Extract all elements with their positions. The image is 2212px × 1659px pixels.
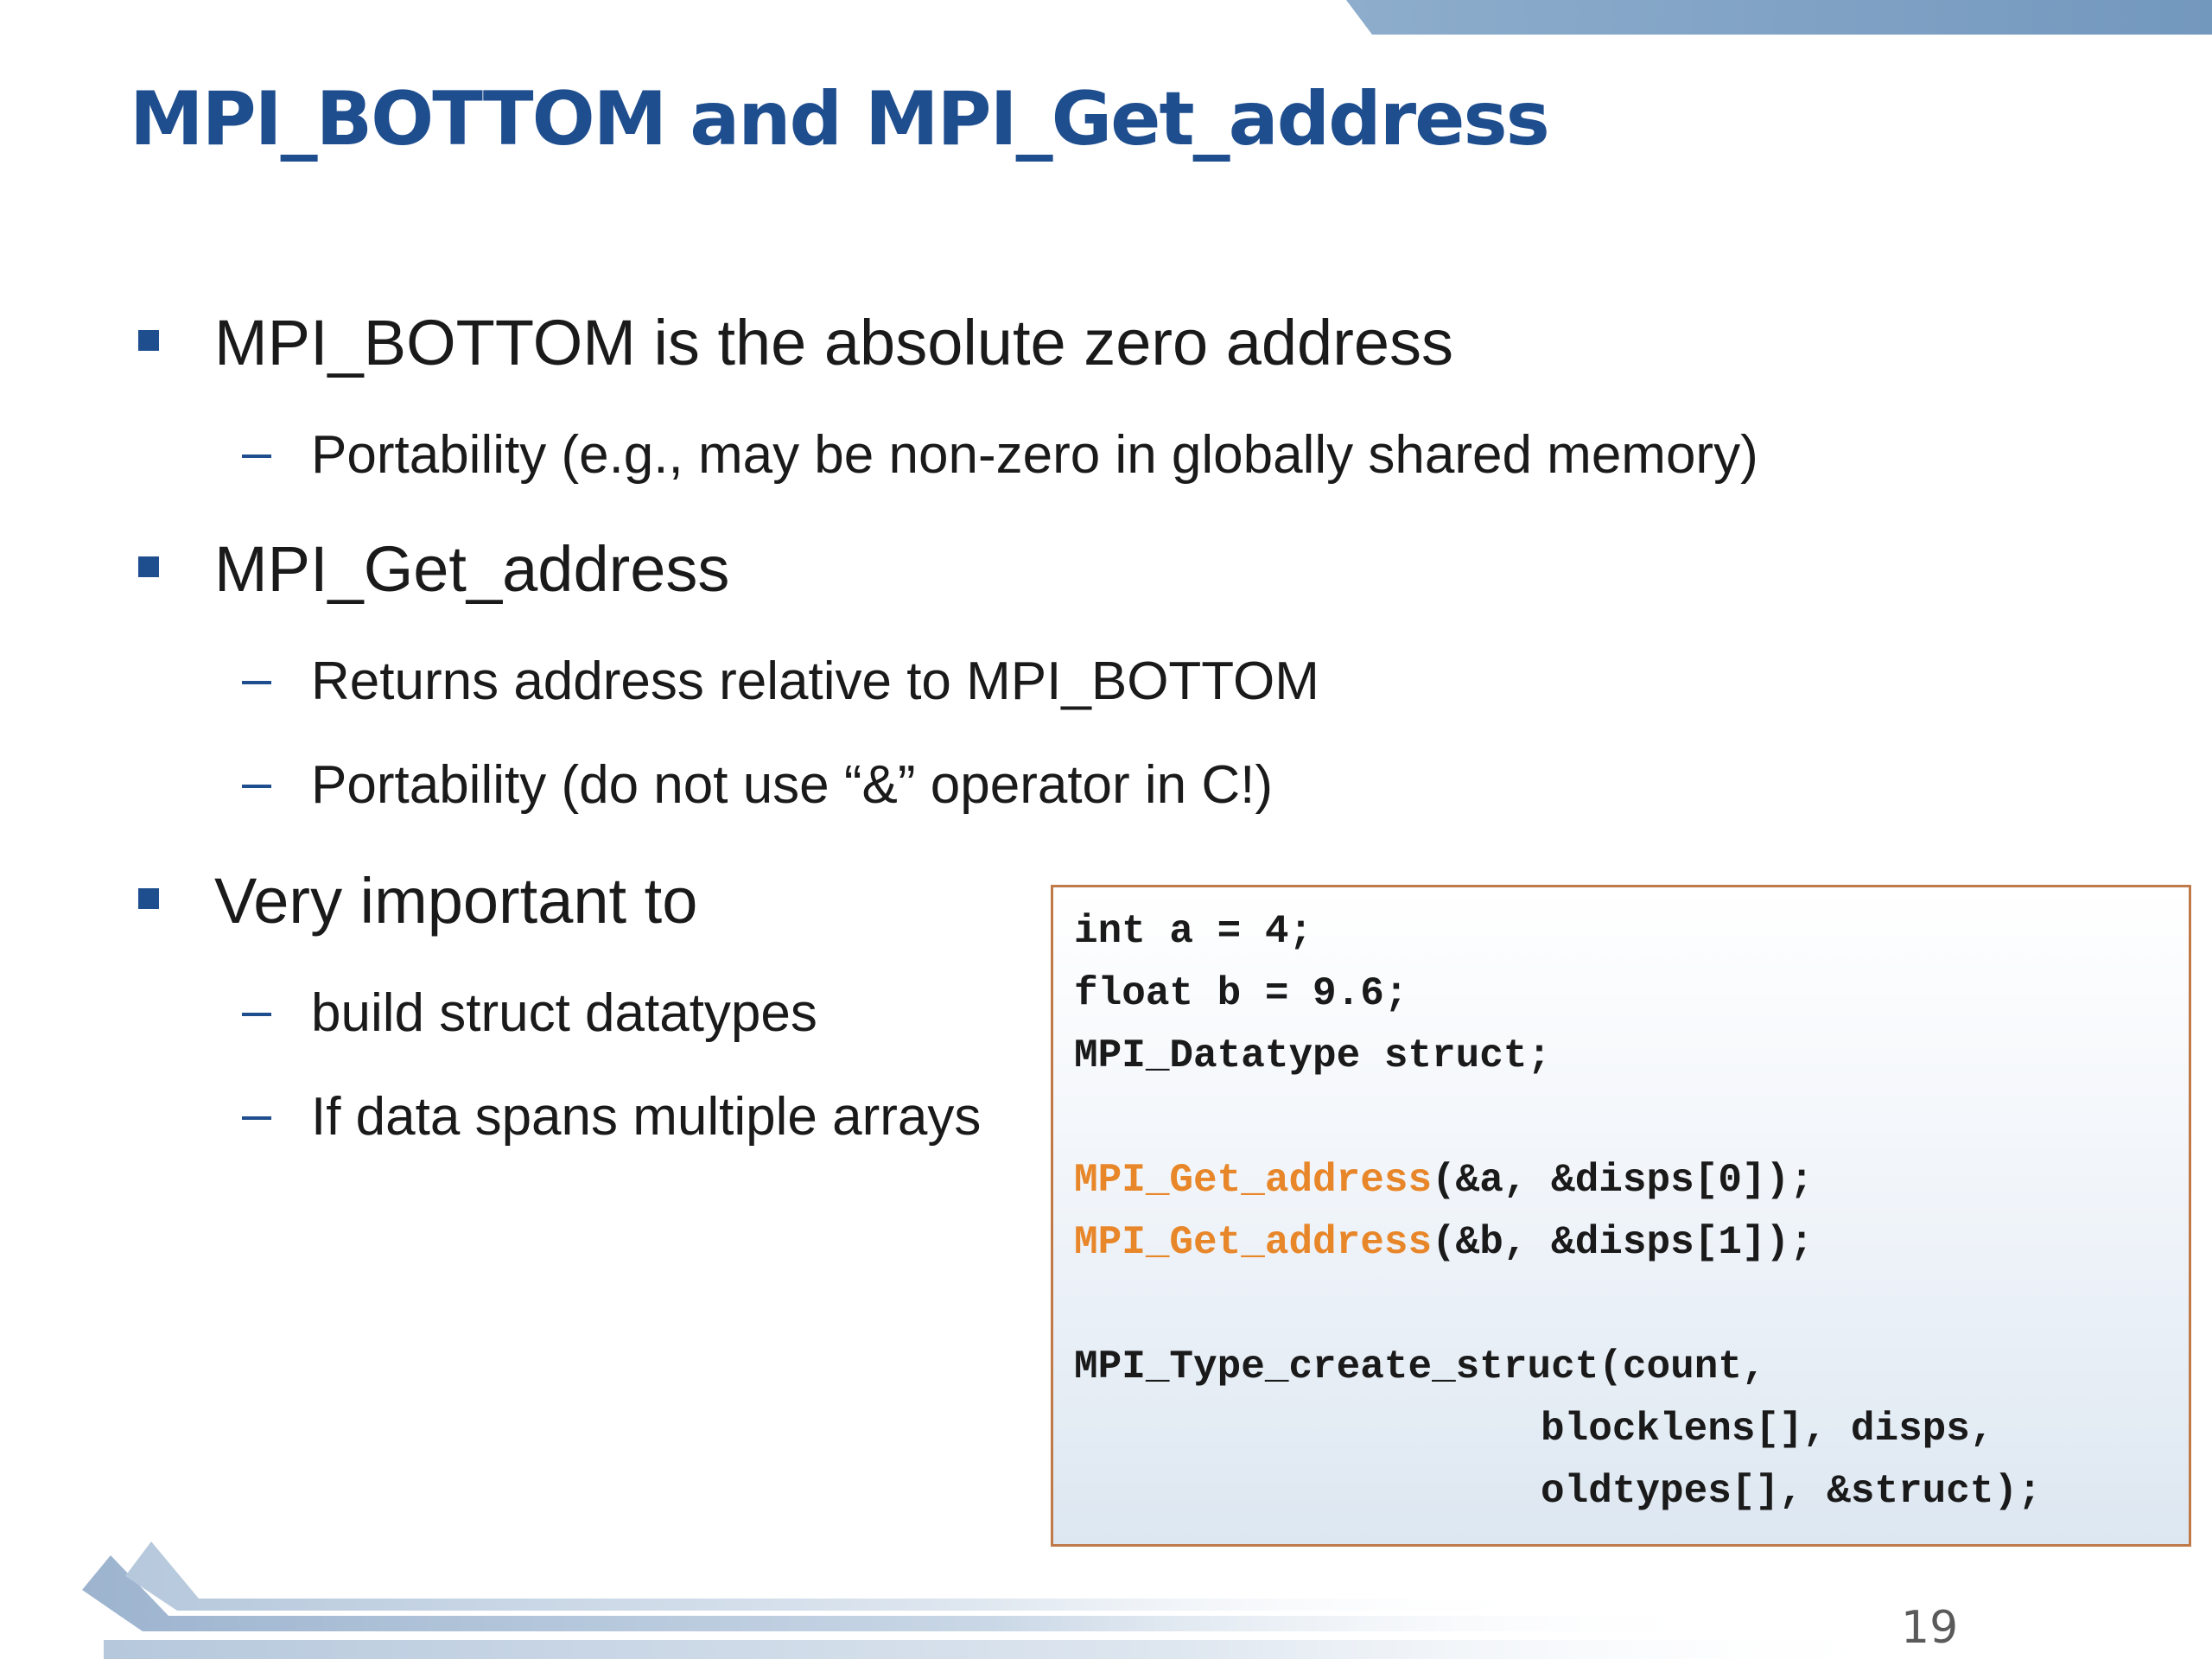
square-bullet-icon xyxy=(138,888,159,909)
dash-bullet-icon xyxy=(242,681,271,684)
code-line: int a = 4; xyxy=(1074,909,1313,954)
dash-bullet-icon xyxy=(242,1013,271,1016)
page-number: 19 xyxy=(1901,1602,1959,1654)
code-arguments: (&a, &disps[0]); xyxy=(1432,1158,1814,1203)
top-decorative-band xyxy=(1346,0,2212,35)
code-line: MPI_Type_create_struct(count, xyxy=(1074,1344,1766,1389)
code-function-name: MPI_Get_address xyxy=(1074,1220,1433,1265)
code-function-name: MPI_Get_address xyxy=(1074,1158,1433,1203)
slide-title: MPI_BOTTOM and MPI_Get_address xyxy=(130,76,1550,162)
bottom-decorative-swoosh xyxy=(82,1541,1918,1659)
dash-bullet-icon xyxy=(242,1116,271,1120)
dash-bullet-icon xyxy=(242,454,271,458)
code-line: MPI_Get_address(&b, &disps[1]); xyxy=(1074,1223,1814,1262)
code-example-box: int a = 4; float b = 9.6; MPI_Datatype s… xyxy=(1051,885,2191,1547)
sub-bullet-text: Portability (e.g., may be non-zero in gl… xyxy=(311,425,1758,485)
square-bullet-icon xyxy=(138,330,159,351)
code-line: oldtypes[], &struct); xyxy=(1541,1469,2042,1514)
bullet-text: MPI_Get_address xyxy=(214,533,730,605)
square-bullet-icon xyxy=(138,556,159,577)
sub-bullet-text: Returns address relative to MPI_BOTTOM xyxy=(311,652,1319,711)
code-line: MPI_Get_address(&a, &disps[0]); xyxy=(1074,1160,1814,1200)
sub-bullet-text: Portability (do not use “&” operator in … xyxy=(311,755,1274,815)
code-line: blocklens[], disps, xyxy=(1541,1407,1994,1452)
dash-bullet-icon xyxy=(242,785,271,788)
sub-bullet-text: build struct datatypes xyxy=(311,983,817,1043)
code-line: float b = 9.6; xyxy=(1074,971,1408,1016)
bullet-text: Very important to xyxy=(214,865,698,937)
sub-bullet-text: If data spans multiple arrays xyxy=(311,1087,982,1147)
code-arguments: (&b, &disps[1]); xyxy=(1432,1220,1814,1265)
code-line: MPI_Datatype struct; xyxy=(1074,1033,1552,1078)
bullet-text: MPI_BOTTOM is the absolute zero address xyxy=(214,307,1454,378)
